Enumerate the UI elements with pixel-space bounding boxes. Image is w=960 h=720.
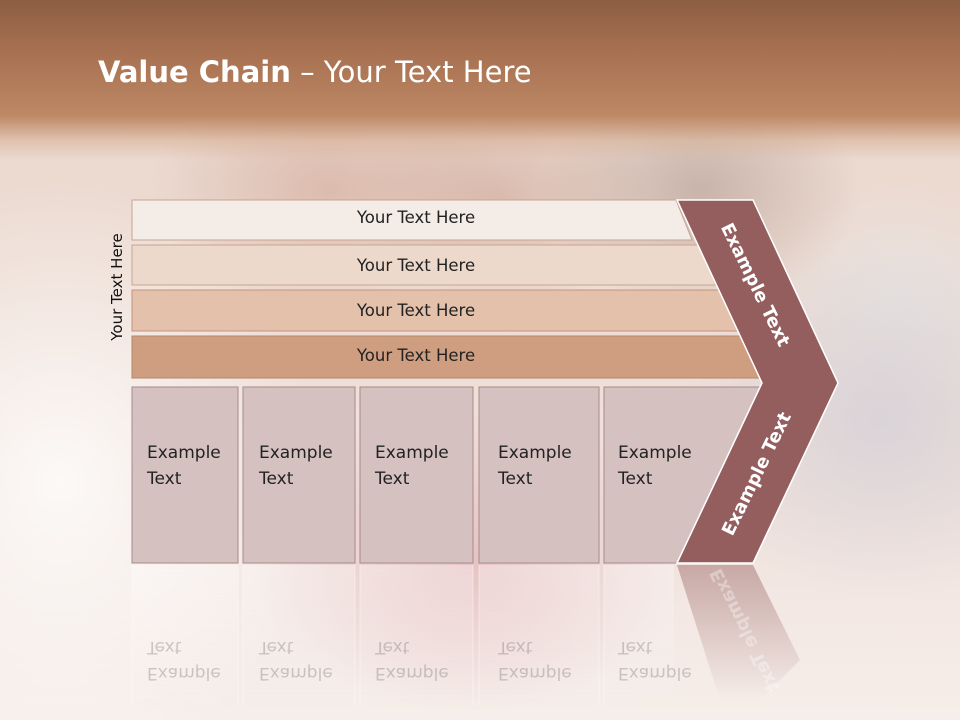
box-1-reflect-line1: Example	[147, 663, 221, 683]
bar-1-label: Your Text Here	[356, 208, 476, 227]
bar-2-label: Your Text Here	[356, 256, 476, 275]
boxes-reflection	[131, 565, 674, 705]
box-3-text-reflection: Example Text	[375, 634, 449, 686]
box-1-line1: Example	[147, 443, 221, 463]
box-1-reflect-line2: Text	[147, 637, 182, 657]
box-4-line1: Example	[498, 443, 572, 463]
box-3-line1: Example	[375, 443, 449, 463]
box-2-reflect-line2: Text	[259, 637, 294, 657]
box-3-reflect-line2: Text	[375, 637, 410, 657]
box-4-text-reflection: Example Text	[498, 634, 572, 686]
slide-title: Value Chain – Your Text Here	[98, 55, 532, 89]
box-5-reflect-line1: Example	[618, 663, 692, 683]
title-bold: Value Chain	[98, 55, 291, 89]
box-4	[478, 386, 600, 564]
chevron-reflection	[677, 565, 800, 700]
box-3	[359, 386, 474, 564]
box-5-reflect-line2: Text	[618, 637, 653, 657]
box-4-reflect-line1: Example	[498, 663, 572, 683]
box-3-reflect-line1: Example	[375, 663, 449, 683]
box-1-text-reflection: Example Text	[147, 634, 221, 686]
bar-3-label: Your Text Here	[356, 301, 476, 320]
bar-4-label: Your Text Here	[356, 346, 476, 365]
box-1	[131, 386, 239, 564]
chevron-arrow	[675, 199, 839, 564]
box-4-reflect-line2: Text	[498, 637, 533, 657]
box-5-line2: Text	[618, 469, 653, 489]
box-2-text-reflection: Example Text	[259, 634, 333, 686]
box-2-reflect-line1: Example	[259, 663, 333, 683]
title-rest: – Your Text Here	[290, 55, 532, 89]
box-2-line1: Example	[259, 443, 333, 463]
box-4-line2: Text	[498, 469, 533, 489]
title-banner	[0, 0, 960, 160]
box-5-text-reflection: Example Text	[618, 634, 692, 686]
box-3-line2: Text	[375, 469, 410, 489]
box-1-line2: Text	[147, 469, 182, 489]
bar-1	[131, 199, 693, 241]
box-2-line2: Text	[259, 469, 294, 489]
box-5-line1: Example	[618, 443, 692, 463]
box-2	[242, 386, 356, 564]
